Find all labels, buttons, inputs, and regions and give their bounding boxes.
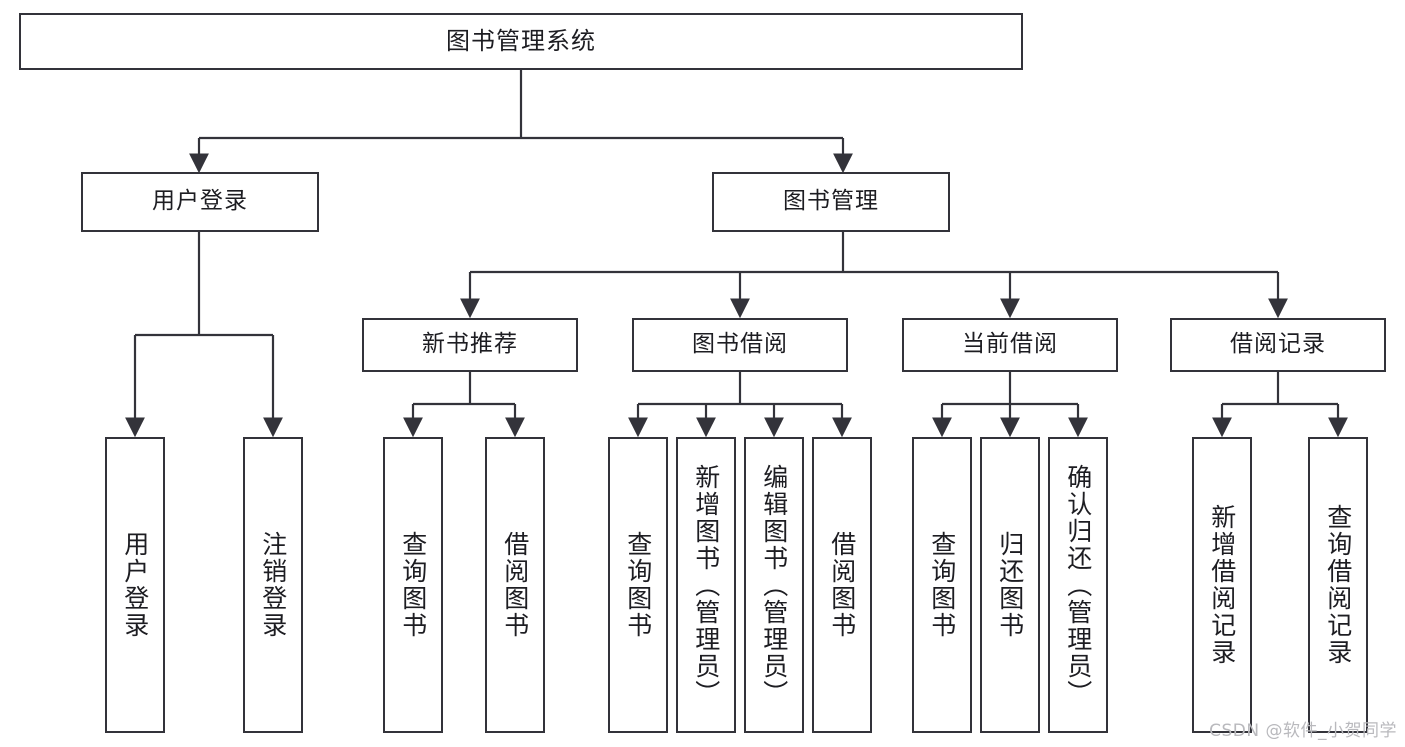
node-label: 借阅记录 (1230, 331, 1326, 358)
leaf-current-borrow-return[interactable]: 归还图书 (980, 437, 1040, 733)
node-label: 查询借阅记录 (1323, 504, 1353, 666)
leaf-book-borrow-lend[interactable]: 借阅图书 (812, 437, 872, 733)
leaf-current-borrow-query[interactable]: 查询图书 (912, 437, 972, 733)
node-user-login[interactable]: 用户登录 (81, 172, 319, 232)
node-label: 用户登录 (152, 188, 248, 215)
node-label: 当前借阅 (962, 331, 1058, 358)
leaf-book-borrow-edit[interactable]: 编辑图书（管理员） (744, 437, 804, 733)
node-book-borrow[interactable]: 图书借阅 (632, 318, 848, 372)
node-label: 新增图书（管理员） (691, 463, 721, 707)
node-label: 查询图书 (623, 531, 653, 639)
node-label: 借阅图书 (500, 531, 530, 639)
node-label: 注销登录 (258, 531, 288, 639)
node-label: 图书借阅 (692, 331, 788, 358)
leaf-user-login-signout[interactable]: 注销登录 (243, 437, 303, 733)
node-label: 编辑图书（管理员） (759, 463, 789, 707)
node-root-system[interactable]: 图书管理系统 (19, 13, 1023, 70)
leaf-book-borrow-query[interactable]: 查询图书 (608, 437, 668, 733)
leaf-borrow-record-add[interactable]: 新增借阅记录 (1192, 437, 1252, 733)
leaf-new-book-borrow[interactable]: 借阅图书 (485, 437, 545, 733)
node-book-management[interactable]: 图书管理 (712, 172, 950, 232)
node-current-borrow[interactable]: 当前借阅 (902, 318, 1118, 372)
node-label: 图书管理系统 (446, 27, 596, 56)
leaf-current-borrow-confirm-return[interactable]: 确认归还（管理员） (1048, 437, 1108, 733)
leaf-new-book-query[interactable]: 查询图书 (383, 437, 443, 733)
node-label: 查询图书 (927, 531, 957, 639)
node-label: 新书推荐 (422, 331, 518, 358)
node-label: 新增借阅记录 (1207, 504, 1237, 666)
leaf-borrow-record-query[interactable]: 查询借阅记录 (1308, 437, 1368, 733)
node-label: 用户登录 (120, 531, 150, 639)
node-borrow-record[interactable]: 借阅记录 (1170, 318, 1386, 372)
node-label: 确认归还（管理员） (1063, 463, 1093, 707)
node-label: 查询图书 (398, 531, 428, 639)
node-label: 归还图书 (995, 531, 1025, 639)
leaf-book-borrow-add[interactable]: 新增图书（管理员） (676, 437, 736, 733)
leaf-user-login-signin[interactable]: 用户登录 (105, 437, 165, 733)
watermark-text: CSDN @软件_小贺同学 (1209, 721, 1397, 741)
node-new-book-recommend[interactable]: 新书推荐 (362, 318, 578, 372)
node-label: 借阅图书 (827, 531, 857, 639)
node-label: 图书管理 (783, 188, 879, 215)
